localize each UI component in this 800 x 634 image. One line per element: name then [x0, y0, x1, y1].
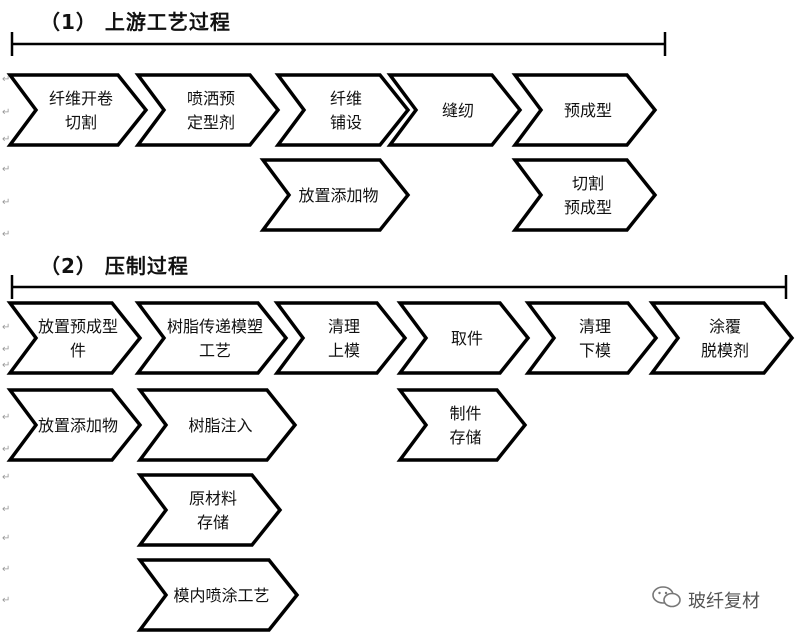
watermark-text: 玻纤复材 [688, 590, 760, 612]
step-label: 喷洒预 [187, 89, 235, 108]
paragraph-mark: ↵ [2, 360, 10, 371]
paragraph-mark: ↵ [2, 134, 10, 145]
step-label: 涂覆 [709, 317, 741, 336]
paragraph-mark: ↵ [2, 564, 10, 575]
step-label: 清理 [328, 317, 360, 336]
step-label: 存储 [197, 513, 229, 532]
step-label: 工艺 [199, 341, 231, 360]
paragraph-mark: ↵ [2, 344, 10, 355]
process-step-u6: 放置添加物 [259, 158, 411, 232]
paragraph-mark: ↵ [2, 444, 10, 455]
step-label: 切割 [65, 113, 97, 132]
paragraph-mark: ↵ [2, 229, 10, 240]
paragraph-mark: ↵ [2, 533, 10, 544]
watermark: 玻纤复材 [652, 585, 760, 614]
step-label: 制件 [449, 404, 481, 423]
paragraph-mark: ↵ [2, 74, 10, 85]
upstream-section-title: （1） 上游工艺过程 [40, 10, 231, 34]
process-step-p8: 树脂注入 [136, 388, 298, 462]
step-label: 树脂注入 [188, 416, 252, 435]
pressing-section-title: （2） 压制过程 [40, 254, 189, 278]
process-step-p4: 取件 [396, 301, 531, 375]
step-label: 取件 [451, 329, 483, 348]
step-label: 原材料 [189, 489, 237, 508]
step-label: 切割 [572, 174, 604, 193]
step-label: 预成型 [564, 198, 612, 217]
process-step-p11: 模内喷涂工艺 [136, 558, 300, 632]
wechat-icon [652, 585, 682, 614]
step-label: 件 [70, 341, 86, 360]
paragraph-mark: ↵ [2, 197, 10, 208]
paragraph-mark: ↵ [2, 472, 10, 483]
process-step-u4: 缝纫 [386, 73, 523, 147]
step-label: 清理 [579, 317, 611, 336]
step-label: 放置预成型 [38, 317, 118, 336]
paragraph-mark: ↵ [2, 595, 10, 606]
step-label: 铺设 [330, 113, 362, 132]
step-label: 缝纫 [442, 101, 474, 120]
step-label: 模内喷涂工艺 [173, 586, 269, 605]
paragraph-mark: ↵ [2, 504, 10, 515]
paragraph-mark: ↵ [2, 107, 10, 118]
step-label: 上模 [328, 341, 360, 360]
step-label: 存储 [449, 428, 481, 447]
step-label: 树脂传递模塑 [167, 317, 263, 336]
paragraph-mark: ↵ [2, 412, 10, 423]
step-label: 放置添加物 [38, 416, 118, 435]
step-label: 下模 [579, 341, 611, 360]
step-label: 定型剂 [187, 113, 235, 132]
step-label: 预成型 [564, 101, 612, 120]
paragraph-mark: ↵ [2, 164, 10, 175]
timeline-bar [10, 275, 788, 299]
process-step-p7: 放置添加物 [6, 388, 143, 462]
step-label: 纤维 [330, 89, 362, 108]
process-step-u5: 预成型 [511, 73, 658, 147]
step-label: 纤维开卷 [49, 89, 113, 108]
timeline-bar [10, 32, 667, 56]
step-label: 脱模剂 [701, 341, 749, 360]
step-label: 放置添加物 [298, 186, 378, 205]
paragraph-mark: ↵ [2, 322, 10, 333]
